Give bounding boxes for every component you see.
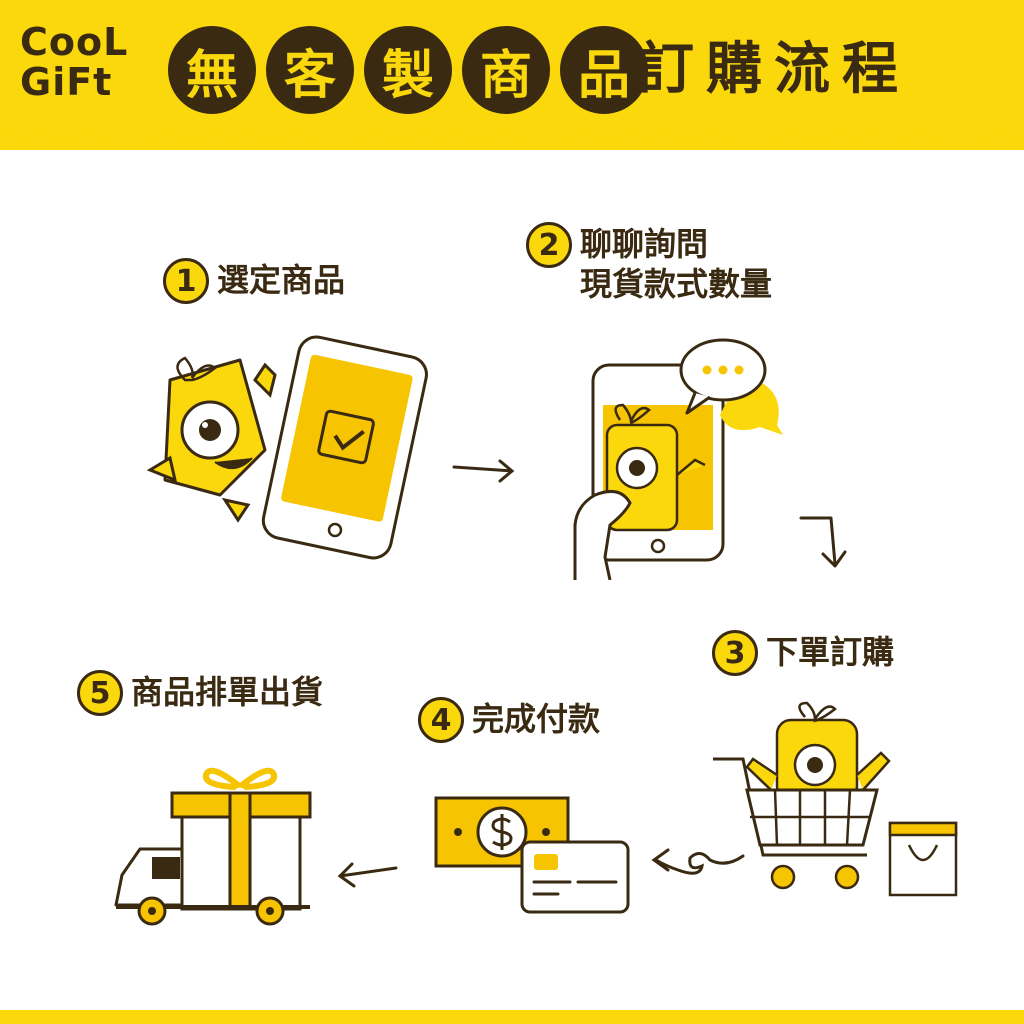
step-5-label: 5 商品排單出貨	[77, 670, 323, 716]
logo-line-2: GiFt	[20, 60, 113, 104]
arrow-down-icon	[799, 516, 847, 568]
credit-card-icon	[520, 840, 630, 914]
cool-gift-logo: CooL GiFt	[20, 22, 130, 102]
tablet-icon	[261, 335, 428, 560]
chat-bubble-icon	[679, 338, 783, 435]
title-char-3: 製	[364, 26, 452, 114]
hand-icon	[573, 489, 632, 580]
gift-box-icon	[170, 767, 312, 911]
step-3-label: 3 下單訂購	[712, 630, 894, 676]
step-3-illustration	[713, 701, 958, 897]
footer-bar	[0, 1010, 1024, 1024]
step-4-label: 4 完成付款	[418, 697, 600, 743]
page-title-plain: 訂購流程	[638, 37, 910, 102]
step-5-text: 商品排單出貨	[131, 673, 324, 711]
monster-character-icon	[745, 701, 891, 802]
step-2-text-line1: 聊聊詢問	[580, 225, 709, 263]
step-3-text: 下單訂購	[766, 633, 895, 671]
step-1-text: 選定商品	[217, 261, 346, 299]
title-char-5: 品	[560, 26, 648, 114]
step-1-label: 1 選定商品	[163, 258, 345, 304]
step-4-number: 4	[418, 697, 464, 743]
step-1-number: 1	[163, 258, 209, 304]
step-2-text-line2: 現貨款式數量	[580, 265, 773, 303]
step-3-number: 3	[712, 630, 758, 676]
header-banner: CooL GiFt 無 客 製 商 品 訂購流程	[0, 0, 1024, 150]
title-char-4: 商	[462, 26, 550, 114]
scallop-edge	[0, 120, 1024, 140]
delivery-truck-icon	[114, 847, 310, 926]
step-4-illustration	[434, 796, 630, 914]
step-5-number: 5	[77, 670, 123, 716]
logo-line-1: CooL	[20, 20, 129, 64]
arrow-left-icon	[337, 862, 398, 888]
title-char-1: 無	[168, 26, 256, 114]
banknote-icon	[434, 796, 570, 868]
shopping-bag-icon	[888, 821, 958, 897]
step-2-illustration	[573, 338, 783, 580]
shopping-cart-icon	[713, 757, 879, 890]
step-1-illustration	[146, 335, 428, 560]
monster-character-icon	[146, 356, 277, 523]
step-2-number: 2	[526, 222, 572, 268]
step-4-text: 完成付款	[472, 700, 601, 738]
arrow-curly-left-icon	[651, 848, 745, 875]
step-2-label: 2 聊聊詢問 現貨款式數量	[526, 222, 772, 304]
step-5-illustration	[114, 767, 312, 926]
page-title-circled: 無 客 製 商 品	[168, 26, 648, 114]
arrow-right-icon	[452, 459, 515, 483]
title-char-2: 客	[266, 26, 354, 114]
